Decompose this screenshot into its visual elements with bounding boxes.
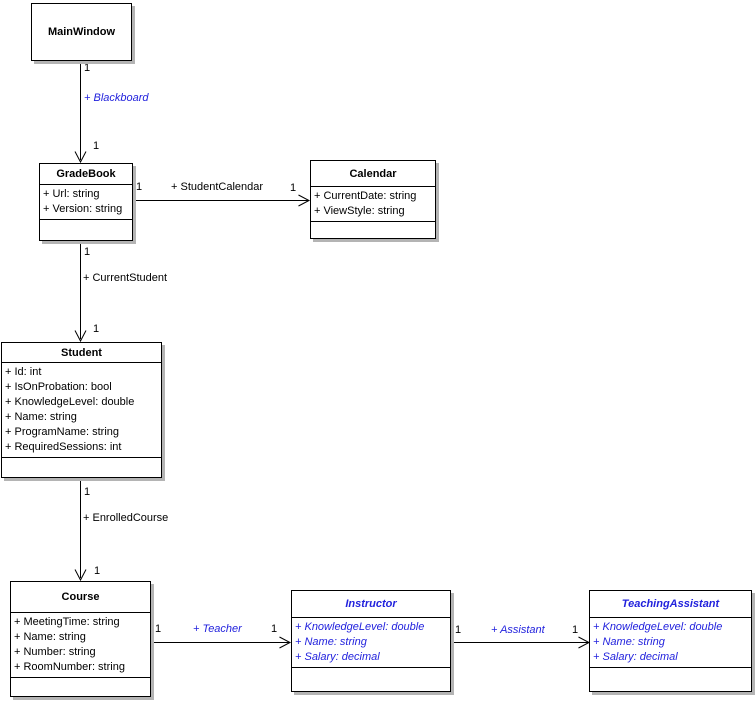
teacher-target-multiplicity: 1 [271,623,278,635]
operations-compartment [11,678,150,696]
attribute-row: + ProgramName: string [5,426,120,438]
operations-compartment [590,668,751,691]
open-arrowhead-icon [74,330,87,343]
attribute-row: + Name: string [14,631,86,643]
attribute-row: + Version: string [43,203,123,215]
attributes-compartment: + CurrentDate: string + ViewStyle: strin… [311,187,435,222]
class-name: Instructor [292,591,450,618]
attribute-row: + MeetingTime: string [14,616,120,628]
attribute-row: + RequiredSessions: int [5,441,122,453]
attribute-row: + KnowledgeLevel: double [5,396,135,408]
class-name: GradeBook [40,164,132,185]
attributes-compartment: + Url: string + Version: string [40,185,132,220]
association-current-student[interactable] [74,241,87,343]
attribute-row: + ViewStyle: string [314,205,405,217]
attribute-row: + KnowledgeLevel: double [593,621,723,633]
class-box-mainwindow[interactable]: MainWindow [31,3,132,61]
attributes-compartment: + Id: int + IsOnProbation: bool + Knowle… [2,363,161,458]
class-name: Course [11,582,150,613]
attribute-row: + Name: string [295,636,367,648]
class-box-teaching-assistant[interactable]: TeachingAssistant + KnowledgeLevel: doub… [589,590,752,692]
attribute-row: + Salary: decimal [295,651,380,663]
attribute-row: + RoomNumber: string [14,661,125,673]
current-student-role-label: + CurrentStudent [83,272,168,284]
student-calendar-target-multiplicity: 1 [290,182,297,194]
class-box-calendar[interactable]: Calendar + CurrentDate: string + ViewSty… [310,160,436,239]
assistant-target-multiplicity: 1 [572,624,579,636]
attribute-row: + KnowledgeLevel: double [295,621,425,633]
association-enrolled-course[interactable] [74,478,87,582]
association-student-calendar[interactable] [133,194,311,207]
class-name: TeachingAssistant [590,591,751,618]
class-box-course[interactable]: Course + MeetingTime: string + Name: str… [10,581,151,697]
class-box-student[interactable]: Student + Id: int + IsOnProbation: bool … [1,342,162,478]
class-box-instructor[interactable]: Instructor + KnowledgeLevel: double + Na… [291,590,451,692]
blackboard-role-label: + Blackboard [84,92,149,104]
attribute-row: + Number: string [14,646,96,658]
attribute-row: + Salary: decimal [593,651,678,663]
operations-compartment [40,220,132,240]
current-student-target-multiplicity: 1 [93,323,100,335]
enrolled-course-role-label: + EnrolledCourse [83,512,169,524]
operations-compartment [311,222,435,238]
enrolled-course-source-multiplicity: 1 [84,486,91,498]
class-box-gradebook[interactable]: GradeBook + Url: string + Version: strin… [39,163,133,241]
teacher-source-multiplicity: 1 [155,623,162,635]
association-teacher[interactable] [151,636,292,649]
association-blackboard[interactable] [74,61,87,164]
operations-compartment [292,668,450,691]
attribute-row: + CurrentDate: string [314,190,417,202]
attributes-compartment: + KnowledgeLevel: double + Name: string … [590,618,751,668]
open-arrowhead-icon [279,636,292,649]
class-name: Student [2,343,161,363]
open-arrowhead-icon [74,151,87,164]
assistant-role-label: + Assistant [491,624,545,636]
blackboard-source-multiplicity: 1 [84,62,91,74]
attributes-compartment: + KnowledgeLevel: double + Name: string … [292,618,450,668]
blackboard-target-multiplicity: 1 [93,140,100,152]
operations-compartment [2,458,161,477]
teacher-role-label: + Teacher [193,623,242,635]
attribute-row: + Url: string [43,188,100,200]
attributes-compartment: + MeetingTime: string + Name: string + N… [11,613,150,678]
open-arrowhead-icon [74,569,87,582]
assistant-source-multiplicity: 1 [455,624,462,636]
current-student-source-multiplicity: 1 [84,246,91,258]
attribute-row: + IsOnProbation: bool [5,381,112,393]
attribute-row: + Id: int [5,366,42,378]
class-name: MainWindow [47,26,116,38]
student-calendar-source-multiplicity: 1 [136,181,143,193]
student-calendar-role-label: + StudentCalendar [171,181,264,193]
attribute-row: + Name: string [5,411,77,423]
association-assistant[interactable] [451,636,591,649]
open-arrowhead-icon [298,194,311,207]
class-name: Calendar [311,161,435,187]
attribute-row: + Name: string [593,636,665,648]
enrolled-course-target-multiplicity: 1 [94,565,101,577]
